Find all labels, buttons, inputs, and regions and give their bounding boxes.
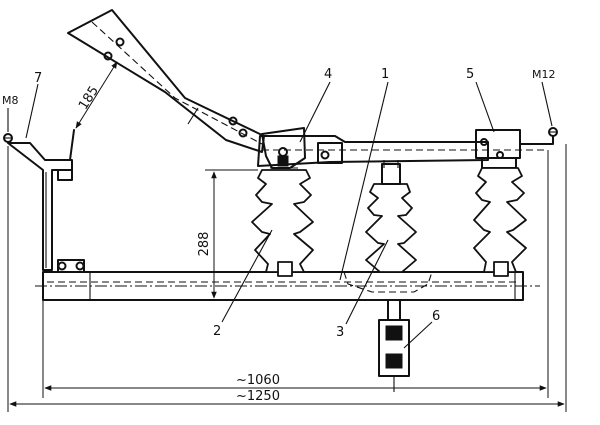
callout-label-6: 6 (432, 309, 440, 324)
dimension-185-label: 185 (76, 84, 102, 113)
callout-label-1: 1 (381, 67, 389, 82)
hinge-contact (261, 127, 306, 169)
knife-blade (257, 135, 548, 168)
callout-label-2: 2 (213, 324, 221, 339)
dimension-1060: ~1060 (42, 150, 549, 398)
dimension-288: 288 (197, 169, 258, 301)
thread-label-m8: M8 (2, 94, 19, 107)
left-mounting-bracket (3, 129, 85, 273)
dimension-1250-label: ~1250 (236, 389, 280, 404)
thread-label-m12: M12 (532, 68, 556, 81)
middle-insulator (343, 163, 433, 293)
dimension-1060-label: ~1060 (236, 373, 280, 388)
operating-arm (67, 9, 265, 153)
fixed-contact-jaw (475, 127, 558, 169)
right-insulator (473, 167, 527, 277)
left-insulator (251, 169, 314, 277)
dimension-185: 185 (75, 61, 118, 129)
callout-label-4: 4 (324, 67, 332, 82)
callout-label-7: 7 (34, 71, 42, 86)
dimension-288-label: 288 (197, 232, 212, 257)
callout-label-5: 5 (466, 67, 474, 82)
dimension-1250: ~1250 (7, 144, 567, 412)
leader-lines (7, 81, 553, 349)
callout-label-3: 3 (336, 325, 344, 340)
drive-link (378, 299, 410, 392)
